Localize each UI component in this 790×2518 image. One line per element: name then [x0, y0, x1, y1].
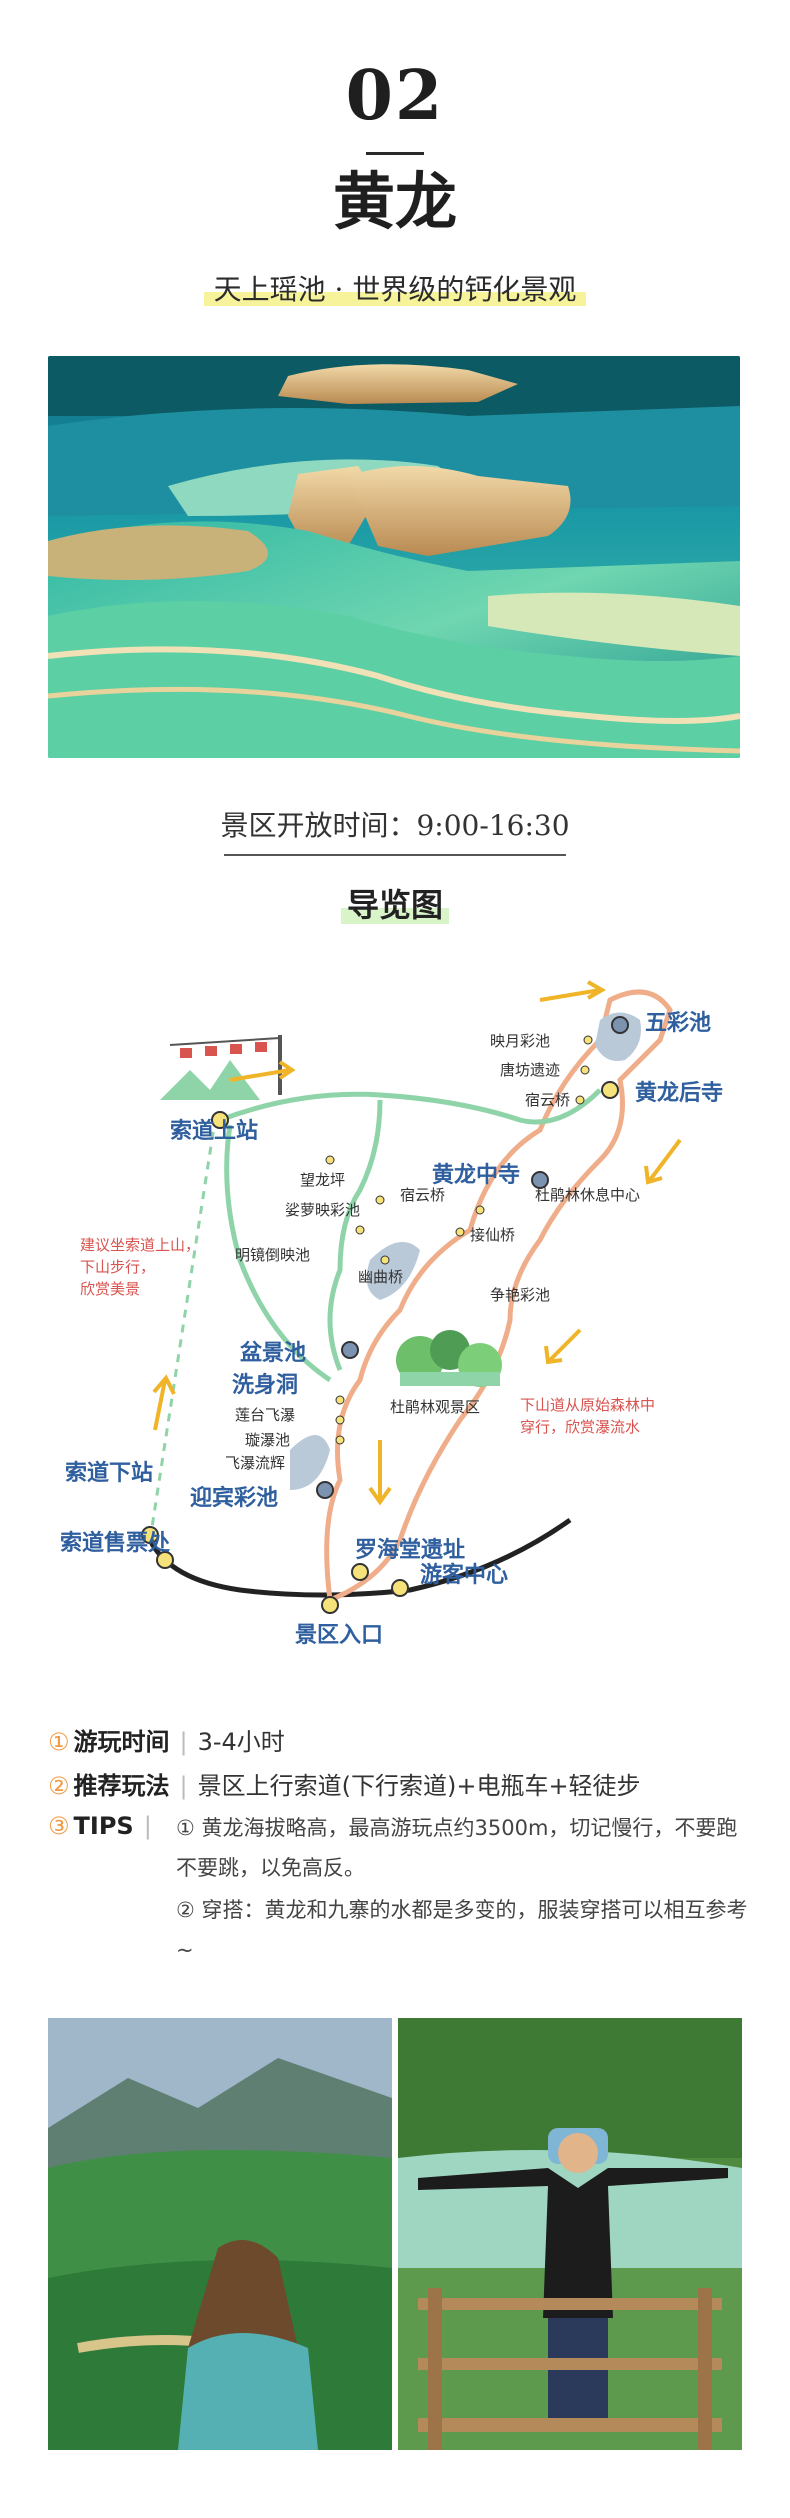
label-xuanbao: 璇瀑池: [245, 1431, 290, 1449]
label-zhengyan: 争艳彩池: [490, 1286, 550, 1304]
label-youqu: 幽曲桥: [358, 1268, 403, 1286]
label-yingyue: 映月彩池: [490, 1032, 550, 1050]
label-penjing: 盆景池: [240, 1340, 306, 1366]
label-suoluo: 娑萝映彩池: [285, 1201, 360, 1219]
note-right-2: 穿行，欣赏瀑流水: [520, 1418, 640, 1436]
label-cable-bottom: 索道下站: [65, 1460, 153, 1486]
label-wanglong: 望龙坪: [300, 1171, 345, 1189]
note-left-2: 下山步行，: [80, 1258, 155, 1276]
tips-2: ② 穿搭：黄龙和九寨的水都是多变的，服装穿搭可以相互参考~: [176, 1898, 748, 1962]
label-dujuan-rest: 杜鹃林休息中心: [535, 1186, 640, 1204]
label-mingjing: 明镜倒映池: [235, 1246, 310, 1264]
orange-route: [324, 989, 673, 1603]
huanglong-pools-photo: [48, 356, 740, 758]
label-visitor: 游客中心: [420, 1562, 508, 1588]
label-ticket: 索道售票处: [60, 1530, 170, 1556]
label-tafang: 唐坊遗迹: [500, 1061, 560, 1079]
opening-hours: 景区开放时间：9:00-16:30: [220, 809, 570, 842]
woman-valley-photo: [48, 2018, 392, 2450]
label-yingbin: 迎宾彩池: [190, 1485, 278, 1511]
map-title: 导览图: [340, 880, 449, 926]
section-number: 02: [345, 56, 445, 136]
tips-1: ① 黄龙海拔略高，最高游玩点约3500m，切记慢行，不要跑不要跳，以免高反。: [176, 1816, 738, 1880]
man-railing-photo: [398, 2018, 742, 2450]
hours-underline: [224, 854, 566, 856]
note-right-1: 下山道从原始森林中: [520, 1396, 655, 1414]
label-suyun2: 宿云桥: [400, 1186, 445, 1204]
cable-line: [148, 1119, 217, 1541]
label-xishen: 洗身洞: [232, 1372, 298, 1398]
note-left-1: 建议坐索道上山，: [80, 1236, 200, 1254]
label-liantai: 莲台飞瀑: [235, 1406, 295, 1424]
number-underline: [366, 152, 424, 155]
note-left-3: 欣赏美景: [80, 1280, 140, 1298]
page-title: 黄龙: [332, 165, 457, 238]
label-wucai: 五彩池: [645, 1011, 711, 1036]
page-subtitle: 天上瑶池 · 世界级的钙化景观: [203, 268, 587, 308]
label-dujuan-view: 杜鹃林观景区: [390, 1398, 480, 1416]
label-cable-top: 索道上站: [170, 1118, 258, 1144]
guide-map: 五彩池 黄龙后寺 黄龙中寺 索道上站 盆景池 洗身洞 迎宾彩池 索道下站 索道售…: [40, 960, 750, 1660]
label-suyun: 宿云桥: [525, 1091, 570, 1109]
label-entrance: 景区入口: [295, 1623, 383, 1648]
label-jiexian: 接仙桥: [470, 1226, 515, 1244]
label-houtemple: 黄龙后寺: [635, 1081, 723, 1106]
green-route: [219, 1088, 602, 1383]
label-feipu: 飞瀑流辉: [225, 1454, 285, 1472]
label-luoxi: 罗海堂遗址: [355, 1537, 465, 1563]
label-zhongsi: 黄龙中寺: [432, 1163, 520, 1188]
